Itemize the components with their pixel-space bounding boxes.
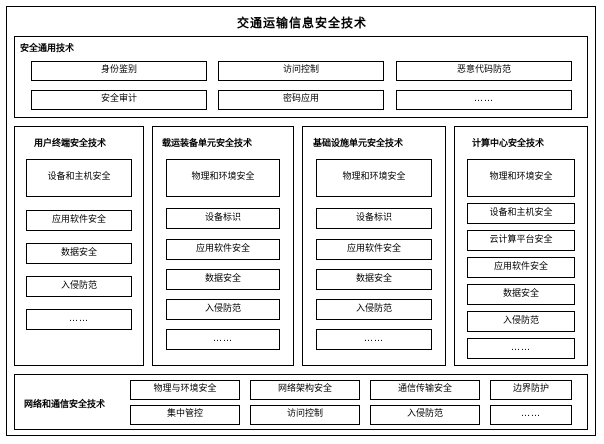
terminal-box-more[interactable]: …… [26, 309, 132, 330]
section-datacenter-label: 计算中心安全技术 [472, 139, 545, 149]
network-box-access-control[interactable]: 访问控制 [250, 405, 360, 425]
datacenter-box-intrusion[interactable]: 入侵防范 [467, 311, 575, 332]
vehicle-box-app[interactable]: 应用软件安全 [166, 239, 280, 260]
terminal-box-host[interactable]: 设备和主机安全 [26, 159, 132, 197]
infrastructure-box-physical[interactable]: 物理和环境安全 [316, 159, 432, 197]
datacenter-box-app[interactable]: 应用软件安全 [467, 257, 575, 278]
infrastructure-box-intrusion[interactable]: 入侵防范 [316, 299, 432, 320]
terminal-box-data[interactable]: 数据安全 [26, 243, 132, 264]
vehicle-box-physical[interactable]: 物理和环境安全 [166, 159, 280, 197]
general-box-more[interactable]: …… [396, 90, 572, 110]
datacenter-box-more[interactable]: …… [467, 338, 575, 359]
infrastructure-box-device-id[interactable]: 设备标识 [316, 208, 432, 229]
network-box-transmission[interactable]: 通信传输安全 [370, 380, 480, 400]
terminal-box-intrusion[interactable]: 入侵防范 [26, 276, 132, 297]
datacenter-box-cloud[interactable]: 云计算平台安全 [467, 230, 575, 251]
general-box-crypto[interactable]: 密码应用 [218, 90, 384, 110]
network-box-physical[interactable]: 物理与环境安全 [130, 380, 240, 400]
section-vehicle-label: 载运装备单元安全技术 [162, 139, 253, 149]
page-title: 交通运输信息安全技术 [236, 16, 367, 30]
datacenter-box-host[interactable]: 设备和主机安全 [467, 203, 575, 224]
datacenter-box-physical[interactable]: 物理和环境安全 [467, 159, 575, 197]
network-box-intrusion[interactable]: 入侵防范 [370, 405, 480, 425]
section-terminal-label: 用户终端安全技术 [34, 139, 107, 149]
general-box-access-control[interactable]: 访问控制 [218, 61, 384, 81]
datacenter-box-data[interactable]: 数据安全 [467, 284, 575, 305]
section-network-label: 网络和通信安全技术 [24, 400, 106, 410]
terminal-box-app[interactable]: 应用软件安全 [26, 210, 132, 231]
infrastructure-box-data[interactable]: 数据安全 [316, 269, 432, 290]
infrastructure-box-app[interactable]: 应用软件安全 [316, 239, 432, 260]
section-general-label: 安全通用技术 [20, 44, 75, 54]
vehicle-box-device-id[interactable]: 设备标识 [166, 208, 280, 229]
vehicle-box-more[interactable]: …… [166, 329, 280, 350]
section-infrastructure-label: 基础设施单元安全技术 [313, 139, 404, 149]
vehicle-box-intrusion[interactable]: 入侵防范 [166, 299, 280, 320]
network-box-boundary[interactable]: 边界防护 [490, 380, 572, 400]
general-box-identity[interactable]: 身份鉴别 [31, 61, 207, 81]
vehicle-box-data[interactable]: 数据安全 [166, 269, 280, 290]
general-box-audit[interactable]: 安全审计 [31, 90, 207, 110]
infrastructure-box-more[interactable]: …… [316, 329, 432, 350]
general-box-malware[interactable]: 恶意代码防范 [396, 61, 572, 81]
outer-frame [6, 6, 596, 436]
network-box-architecture[interactable]: 网络架构安全 [250, 380, 360, 400]
network-box-more[interactable]: …… [490, 405, 572, 425]
network-box-centralized[interactable]: 集中管控 [130, 405, 240, 425]
